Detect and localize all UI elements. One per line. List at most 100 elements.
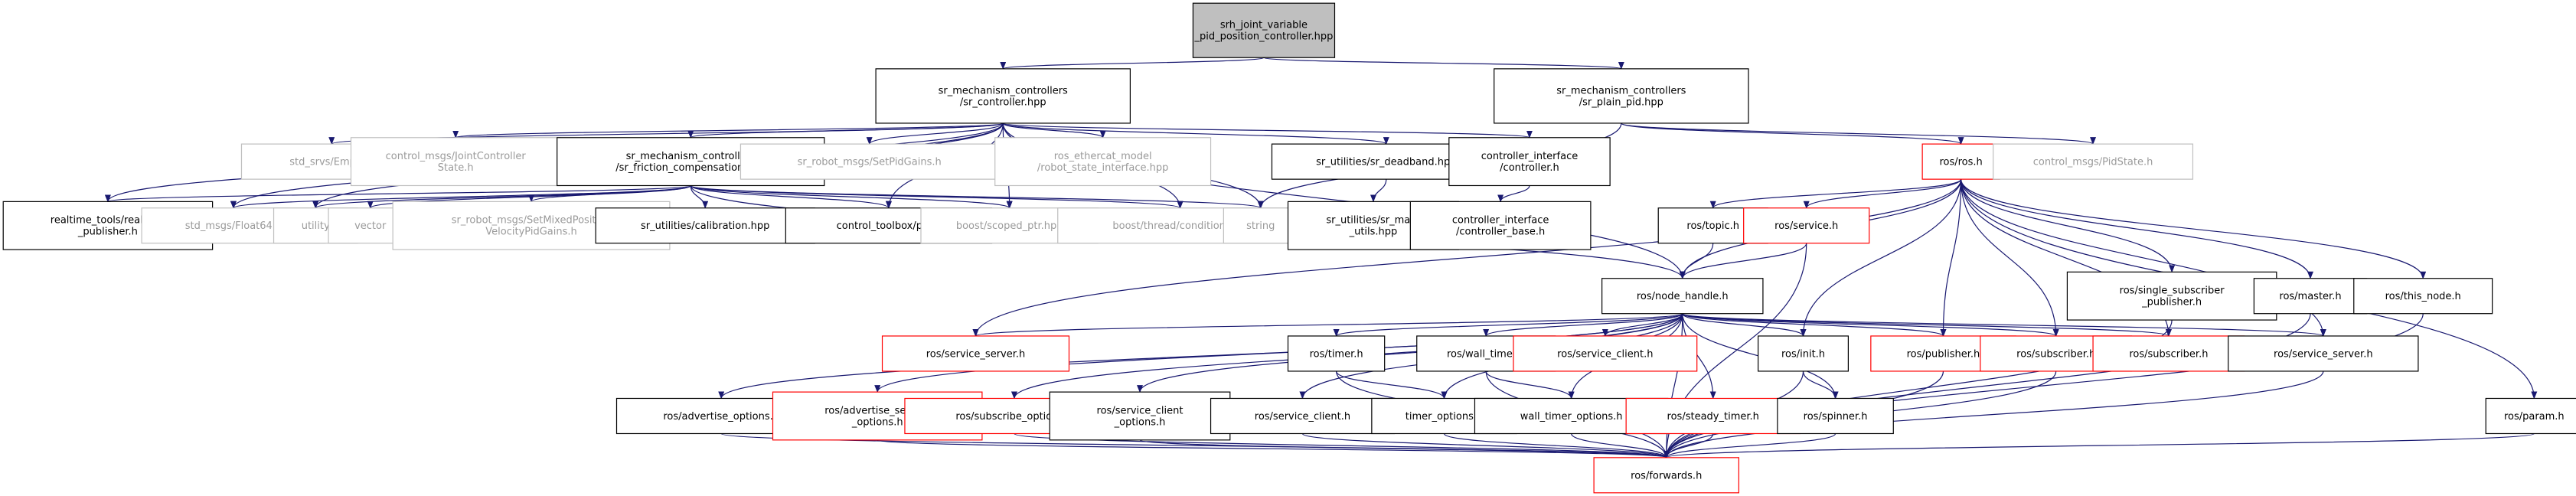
edge-ci-controller-to-ci-base <box>1497 185 1530 203</box>
node-forwards-h[interactable]: ros/forwards.h <box>1593 457 1739 494</box>
node-label: _options.h <box>851 416 903 428</box>
edge-root-to-sr-plain-pid <box>1263 57 1624 70</box>
edge-root-to-sr-controller <box>1000 57 1265 70</box>
node-box <box>881 335 1070 372</box>
node-label: ros/init.h <box>1781 348 1825 360</box>
node-box <box>1287 335 1386 372</box>
node-ros-h[interactable]: ros/ros.h <box>1921 143 2000 180</box>
edge-node-handle-to-service-server-black <box>1682 313 2326 337</box>
node-box <box>1049 391 1231 441</box>
node-label: /robot_state_interface.hpp <box>1037 162 1168 174</box>
node-service-client-opts[interactable]: ros/service_client_options.h <box>1049 391 1231 441</box>
node-label: ros/node_handle.h <box>1637 291 1729 302</box>
node-string[interactable]: string <box>1223 207 1298 244</box>
node-ci-controller[interactable]: controller_interface/controller.h <box>1448 137 1611 187</box>
node-box <box>1777 397 1894 435</box>
node-label: ros/service.h <box>1774 220 1838 232</box>
node-label: ros/service_server.h <box>2274 348 2373 360</box>
node-param-h[interactable]: ros/param.h <box>2485 397 2576 435</box>
node-ci-base[interactable]: controller_interface/controller_base.h <box>1409 201 1592 250</box>
edge-wall-timer-h-to-wall-timer-opts <box>1485 370 1575 400</box>
node-label: string <box>1246 220 1275 232</box>
node-label: /controller_base.h <box>1456 227 1545 238</box>
edge-param-h-to-forwards-h <box>1663 432 2535 458</box>
node-box <box>1601 278 1764 315</box>
node-label: VelocityPidGains.h <box>485 227 576 238</box>
node-master-h[interactable]: ros/master.h <box>2253 278 2368 315</box>
edge-node-handle-to-subscriber-h1 <box>1682 313 2059 337</box>
node-label: wall_timer_options.h <box>1520 411 1623 423</box>
edge-node-handle-to-publisher-h <box>1682 313 1947 337</box>
node-label: ros/subscribe_options.h <box>955 411 1073 423</box>
node-this-node[interactable]: ros/this_node.h <box>2353 278 2493 315</box>
edge-ros-h-to-subscriber-h1 <box>1961 179 2059 337</box>
edge-timer-opts-to-forwards-h <box>1443 432 1670 458</box>
node-box <box>1409 201 1592 250</box>
node-label: sr_utilities/sr_deadband.hpp <box>1316 157 1456 168</box>
node-label: _pid_position_controller.hpp <box>1194 31 1334 43</box>
edge-sr-friction-to-string <box>690 184 1264 209</box>
node-node-handle[interactable]: ros/node_handle.h <box>1601 278 1764 315</box>
edge-node-handle-to-service-client-opts <box>1137 313 1683 393</box>
node-label: ros/single_subscriber <box>2120 286 2225 297</box>
edge-deadband-to-math-utils <box>1370 179 1387 203</box>
node-root[interactable]: srh_joint_variable_pid_position_controll… <box>1192 2 1336 58</box>
edge-sr-controller-to-ci-controller <box>1002 122 1533 139</box>
node-label: ros/service_client.h <box>1255 411 1350 423</box>
node-service-server-red[interactable]: ros/service_server.h <box>881 335 1070 372</box>
node-label: /controller.h <box>1500 162 1559 174</box>
node-box <box>1192 2 1336 58</box>
node-setpidgains[interactable]: sr_robot_msgs/SetPidGains.h <box>739 143 999 180</box>
node-pidstate[interactable]: control_msgs/PidState.h <box>1993 143 2194 180</box>
node-calibration[interactable]: sr_utilities/calibration.hpp <box>595 207 815 244</box>
node-timer-h[interactable]: ros/timer.h <box>1287 335 1386 372</box>
node-label: State.h <box>438 162 474 174</box>
node-service-client-red[interactable]: ros/service_client.h <box>1513 335 1698 372</box>
edges-layer <box>105 57 2538 458</box>
node-box <box>2485 397 2576 435</box>
node-label: /sr_plain_pid.hpp <box>1579 96 1663 108</box>
node-label: ros/this_node.h <box>2385 291 2461 302</box>
edge-master-h-to-forwards-h <box>1663 313 2311 458</box>
node-label: ros/topic.h <box>1686 220 1739 232</box>
node-box <box>1210 397 1395 435</box>
edge-ros-h-to-topic-h <box>1709 178 1962 209</box>
node-label: boost/thread/condition.hpp <box>1112 220 1247 232</box>
node-box <box>875 68 1131 124</box>
node-service-h[interactable]: ros/service.h <box>1743 207 1870 244</box>
node-sr-controller[interactable]: sr_mechanism_controllers/sr_controller.h… <box>875 68 1131 124</box>
node-single-sub[interactable]: ros/single_subscriber_publisher.h <box>2066 271 2277 321</box>
node-label: sr_mechanism_controllers <box>1556 85 1686 96</box>
node-label: ros/wall_timer.h <box>1447 348 1525 360</box>
edge-ros-h-to-this-node <box>1961 179 2427 279</box>
node-box <box>1494 68 1749 124</box>
edge-node-handle-to-service-server-red <box>973 313 1683 337</box>
node-service-client-black[interactable]: ros/service_client.h <box>1210 397 1395 435</box>
node-label: ros/forwards.h <box>1631 470 1702 481</box>
node-label: ros/advertise_service <box>824 405 930 416</box>
node-service-server-black[interactable]: ros/service_server.h <box>2228 335 2419 372</box>
node-label: sr_robot_msgs/SetMixedPosition <box>452 215 612 227</box>
node-label: ros/publisher.h <box>1907 348 1980 360</box>
node-label: sr_utilities/sr_math <box>1326 215 1420 227</box>
node-box <box>1625 397 1801 435</box>
node-init-h[interactable]: ros/init.h <box>1758 335 1849 372</box>
node-spinner-h[interactable]: ros/spinner.h <box>1777 397 1894 435</box>
node-label: ros/subscriber.h <box>2129 348 2208 360</box>
node-label: controller_interface <box>1452 215 1549 227</box>
edge-sr-controller-to-ros-ethercat <box>1002 122 1106 139</box>
node-ros-ethercat[interactable]: ros_ethercat_model/robot_state_interface… <box>994 137 1212 187</box>
node-label: _publisher.h <box>2141 297 2202 308</box>
node-label: ros/master.h <box>2279 291 2341 302</box>
node-sr-plain-pid[interactable]: sr_mechanism_controllers/sr_plain_pid.hp… <box>1494 68 1749 124</box>
node-box <box>2228 335 2419 372</box>
node-subscriber-h2[interactable]: ros/subscriber.h <box>2092 335 2245 372</box>
edge-advertise-srv-opts-to-forwards-h <box>877 439 1669 458</box>
node-label: ros/service_client <box>1097 405 1184 416</box>
node-box <box>2253 278 2368 315</box>
node-label: ros/subscriber.h <box>2016 348 2095 360</box>
node-steady-timer[interactable]: ros/steady_timer.h <box>1625 397 1801 435</box>
node-label: control_toolbox/pid.h <box>837 220 942 232</box>
